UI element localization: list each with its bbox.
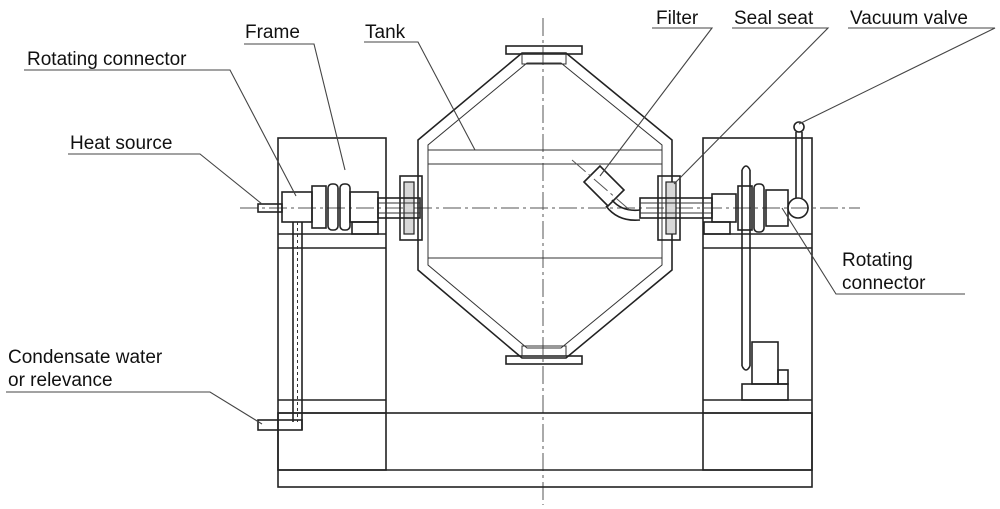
left-rotating-connector [257, 183, 379, 231]
label-rotating-connector-right-line1: Rotating [842, 250, 913, 271]
vacuum-valve [793, 121, 805, 198]
right-rotating-connector [711, 183, 809, 233]
label-condensate-line1: Condensate water [8, 347, 163, 368]
labels: Frame Tank Filter Seal seat Vacuum valve… [8, 8, 968, 391]
drive-chain [741, 165, 751, 371]
drive-motor [741, 341, 789, 401]
tank [417, 45, 673, 365]
machine-base [277, 412, 813, 488]
label-vacuum-valve: Vacuum valve [850, 8, 968, 29]
filter [571, 159, 641, 222]
leader-lines [6, 27, 996, 425]
label-seal-seat: Seal seat [734, 8, 814, 29]
label-rotating-connector-left: Rotating connector [27, 49, 187, 70]
right-trunnion-seal [639, 175, 731, 241]
label-tank: Tank [365, 22, 406, 43]
condensate-pipe [257, 222, 303, 431]
label-heat-source: Heat source [70, 133, 172, 154]
right-frame [702, 137, 813, 471]
label-filter: Filter [656, 8, 699, 29]
label-frame: Frame [245, 22, 300, 43]
label-condensate-line2: or relevance [8, 370, 113, 391]
label-rotating-connector-right-line2: connector [842, 273, 926, 294]
